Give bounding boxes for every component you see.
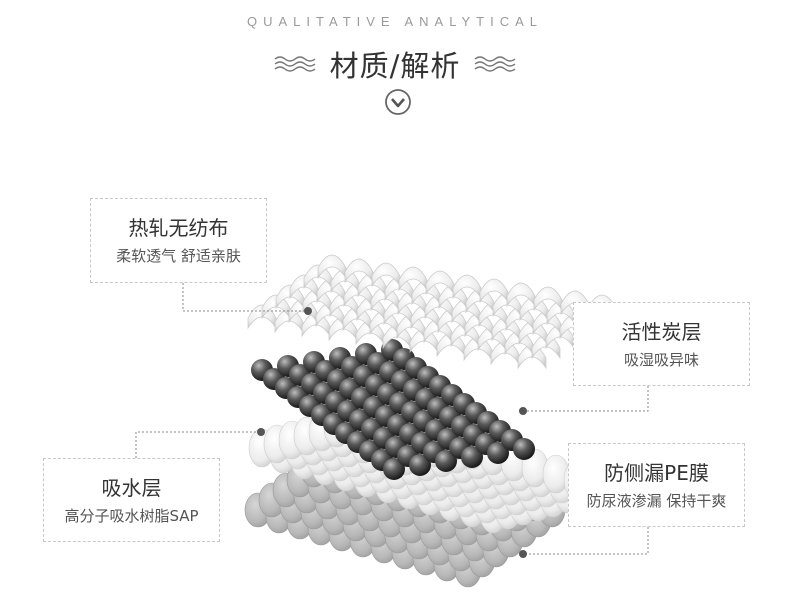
- label-nonwoven: 热轧无纺布 柔软透气 舒适亲肤: [90, 198, 267, 283]
- chevron-down-circle-icon: [384, 88, 412, 120]
- marker-dot: [519, 550, 527, 558]
- wave-icon: [274, 54, 316, 74]
- label-name: 吸水层: [101, 476, 162, 500]
- label-desc: 高分子吸水树脂SAP: [64, 507, 199, 525]
- label-desc: 吸湿吸异味: [623, 351, 699, 369]
- carbon-ball: [513, 438, 535, 460]
- label-absorbent: 吸水层 高分子吸水树脂SAP: [43, 458, 220, 542]
- marker-dot: [304, 307, 312, 315]
- leader-line-carbon: [523, 386, 649, 412]
- page-title: 材质/解析: [329, 49, 461, 83]
- wave-icon: [474, 54, 516, 74]
- label-desc: 防尿液渗漏 保持干爽: [586, 492, 727, 510]
- carbon-layer: [251, 339, 535, 480]
- label-name: 防侧漏PE膜: [604, 461, 709, 485]
- marker-dot: [257, 428, 265, 436]
- carbon-ball: [461, 446, 483, 468]
- label-name: 热轧无纺布: [128, 216, 229, 240]
- title-row: 材质/解析: [0, 44, 790, 84]
- carbon-ball: [487, 442, 509, 464]
- label-desc: 柔软透气 舒适亲肤: [116, 247, 241, 265]
- nonwoven-layer: [247, 254, 617, 370]
- leader-line-hot: [182, 283, 308, 312]
- subtitle: QUALITATIVE ANALYTICAL: [247, 14, 543, 29]
- label-pe-film: 防侧漏PE膜 防尿液渗漏 保持干爽: [568, 443, 745, 527]
- carbon-ball: [435, 450, 457, 472]
- carbon-ball: [383, 458, 405, 480]
- label-name: 活性炭层: [621, 320, 702, 344]
- label-carbon: 活性炭层 吸湿吸异味: [573, 302, 750, 386]
- leader-line-pe: [523, 527, 649, 555]
- leader-line-absorb: [135, 431, 261, 458]
- carbon-ball: [409, 454, 431, 476]
- marker-dot: [519, 407, 527, 415]
